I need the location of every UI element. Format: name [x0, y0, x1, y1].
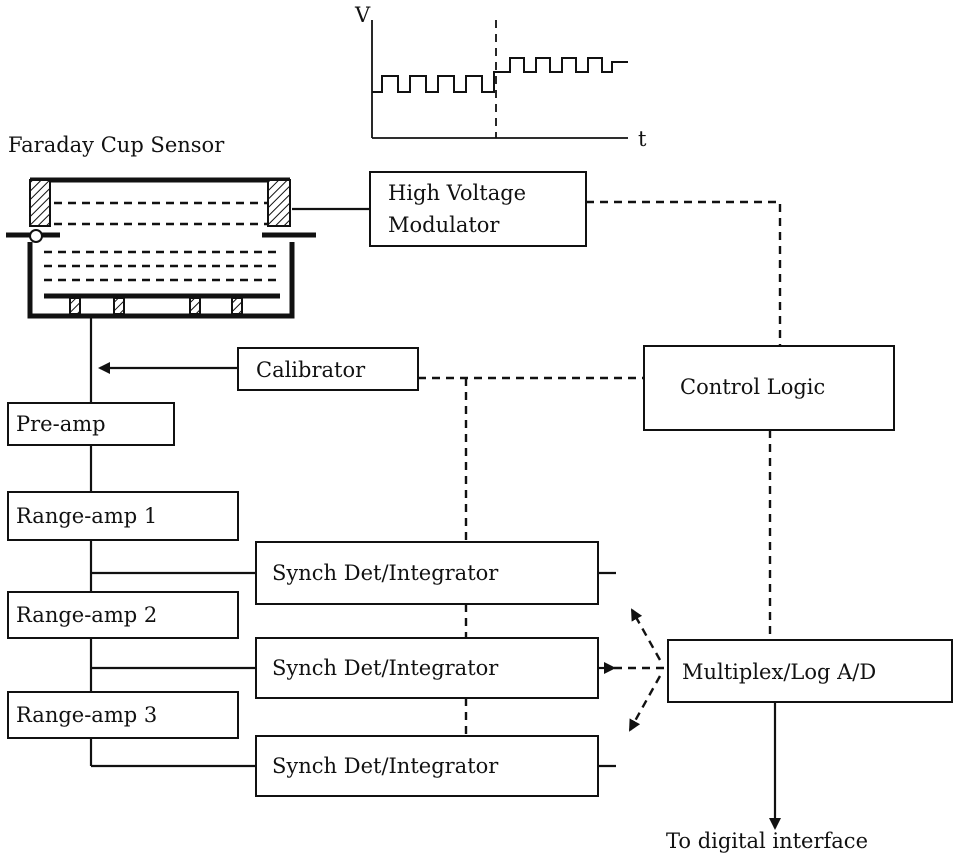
signal-wires [89, 207, 781, 830]
range-amp-1-block: Range-amp 1 [7, 491, 239, 541]
graph-x-axis-label: t [638, 127, 647, 151]
sensor-collector-post-1 [69, 297, 81, 315]
range-amp-3-label: Range-amp 3 [16, 703, 157, 727]
range-amp-2-block: Range-amp 2 [7, 591, 239, 639]
faraday-cup-sensor: Faraday Cup Sensor [6, 133, 316, 319]
calibrator-block: Calibrator [237, 347, 419, 391]
sensor-collector-post-3 [189, 297, 201, 315]
hv-modulator-label-line2: Modulator [388, 213, 500, 237]
range-amp-1-label: Range-amp 1 [16, 504, 157, 528]
voltage-waveform-graph: V t [354, 3, 647, 151]
synch-det-2-block: Synch Det/Integrator [255, 637, 599, 699]
calibrator-label: Calibrator [256, 358, 366, 382]
graph-y-axis-label: V [354, 3, 371, 27]
control-logic-label: Control Logic [680, 375, 825, 399]
output-label: To digital interface [666, 829, 868, 853]
preamp-block: Pre-amp [7, 402, 175, 446]
synch-det-3-block: Synch Det/Integrator [255, 735, 599, 797]
synch-det-1-block: Synch Det/Integrator [255, 541, 599, 605]
control-lines [418, 200, 782, 736]
sensor-collector-post-2 [113, 297, 125, 315]
sensor-internal-grids [44, 250, 280, 282]
synch-det-1-label: Synch Det/Integrator [272, 561, 499, 585]
range-amp-3-block: Range-amp 3 [7, 691, 239, 739]
preamp-label: Pre-amp [16, 412, 106, 436]
multiplex-block: Multiplex/Log A/D [667, 639, 953, 703]
modulated-square-wave [372, 57, 628, 93]
sensor-left-insulator [29, 179, 51, 227]
sensor-collector-post-4 [231, 297, 243, 315]
hv-modulator-label-line1: High Voltage [388, 181, 526, 205]
sensor-contact [29, 229, 43, 243]
sensor-right-insulator [267, 179, 291, 227]
control-logic-block: Control Logic [643, 345, 895, 431]
multiplex-label: Multiplex/Log A/D [682, 660, 876, 684]
sensor-cup-body [27, 242, 295, 319]
hv-modulator-block: High Voltage Modulator [369, 171, 587, 247]
range-amp-2-label: Range-amp 2 [16, 603, 157, 627]
synch-det-3-label: Synch Det/Integrator [272, 754, 499, 778]
sensor-title: Faraday Cup Sensor [8, 133, 225, 157]
synch-det-2-label: Synch Det/Integrator [272, 656, 499, 680]
